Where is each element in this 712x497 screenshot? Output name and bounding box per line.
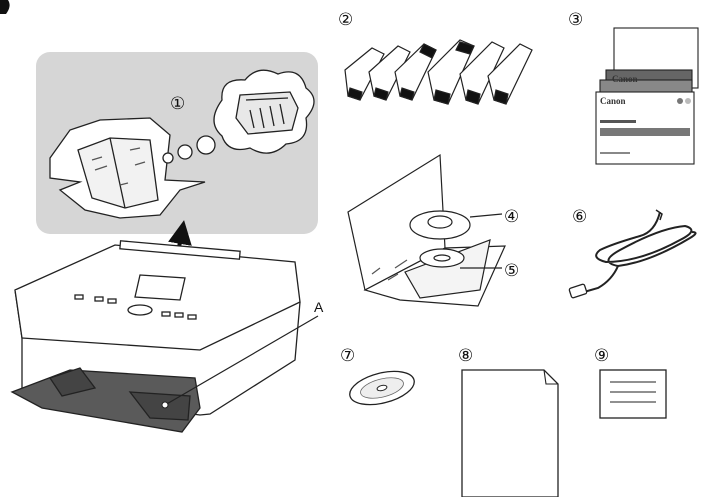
item-number-9: ⑨ [594, 346, 609, 366]
manual-brand-front: Canon [600, 96, 626, 106]
sheet-8: ⑧ [458, 346, 558, 497]
power-cord: ⑥ [569, 207, 696, 298]
printer [12, 241, 300, 432]
item-number-5: ⑤ [504, 261, 519, 281]
item-number-4: ④ [504, 207, 519, 227]
item-number-8: ⑧ [458, 346, 473, 366]
disc-tray-set [348, 155, 505, 306]
item-number-2: ② [338, 10, 353, 30]
item-number-7: ⑦ [340, 346, 355, 366]
ink-tanks: ② [338, 10, 532, 104]
callout-label-a: A [314, 299, 324, 315]
sheet-9: ⑨ [594, 346, 666, 418]
print-head-panel: ① [36, 52, 318, 234]
item-number-6: ⑥ [572, 207, 587, 227]
manuals: ③ Canon Canon [568, 10, 698, 164]
callout-dot-a [162, 402, 168, 408]
corner-mark [0, 0, 10, 14]
manual-brand-back: Canon [612, 74, 638, 84]
setup-cd: ⑦ [340, 346, 418, 411]
item-number-1: ① [170, 94, 185, 114]
item-number-3: ③ [568, 10, 583, 30]
printer-display [135, 275, 185, 300]
